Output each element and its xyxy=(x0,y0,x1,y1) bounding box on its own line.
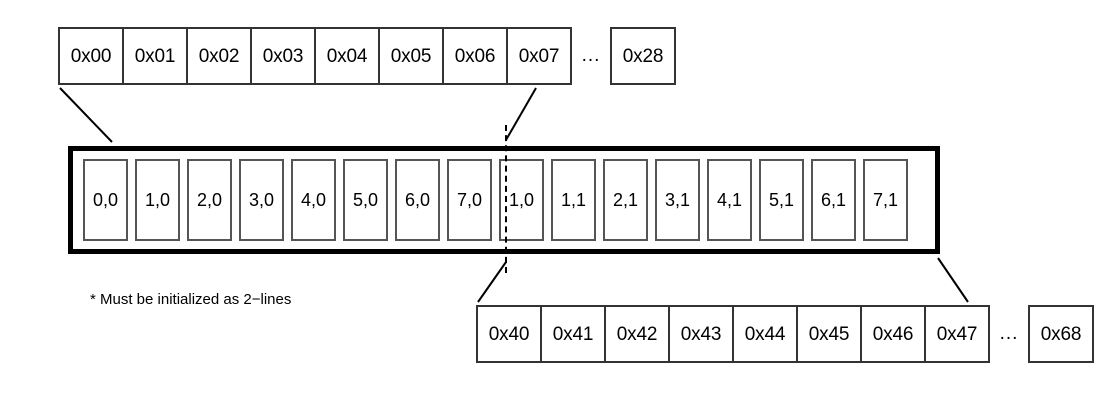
ellipsis-label: ... xyxy=(999,323,1019,344)
memory-cell: 0,0 xyxy=(83,159,128,241)
memory-cell: 4,0 xyxy=(291,159,336,241)
lower-address-row: 0x40 0x41 0x42 0x43 0x44 0x45 0x46 0x47 … xyxy=(476,305,1094,363)
memory-cell-group: 0,0 1,0 2,0 3,0 4,0 5,0 6,0 7,0 1,0 1,1 … xyxy=(83,159,908,241)
memory-cell: 5,1 xyxy=(759,159,804,241)
address-cell: 0x45 xyxy=(796,305,862,363)
address-cell: 0x00 xyxy=(58,27,124,85)
address-cell: 0x07 xyxy=(506,27,572,85)
memory-cell: 1,1 xyxy=(551,159,596,241)
memory-buffer-block: 0,0 1,0 2,0 3,0 4,0 5,0 6,0 7,0 1,0 1,1 … xyxy=(68,146,940,254)
ellipsis-label: ... xyxy=(581,45,601,66)
memory-cell: 2,1 xyxy=(603,159,648,241)
memory-cell: 6,0 xyxy=(395,159,440,241)
connector-top-left xyxy=(59,87,113,143)
connector-bottom-left xyxy=(477,261,507,303)
address-cell: 0x41 xyxy=(540,305,606,363)
address-cell: 0x46 xyxy=(860,305,926,363)
connector-bottom-right xyxy=(937,257,969,303)
address-cell: 0x01 xyxy=(122,27,188,85)
initialization-note: * Must be initialized as 2−lines xyxy=(90,291,292,308)
address-cell: 0x40 xyxy=(476,305,542,363)
line-split-divider xyxy=(505,125,507,273)
address-cell-tail: 0x68 xyxy=(1028,305,1094,363)
address-cell: 0x02 xyxy=(186,27,252,85)
address-cell: 0x42 xyxy=(604,305,670,363)
memory-cell: 1,0 xyxy=(135,159,180,241)
address-cell: 0x43 xyxy=(668,305,734,363)
address-cell-tail: 0x28 xyxy=(610,27,676,85)
address-cell: 0x06 xyxy=(442,27,508,85)
memory-cell: 5,0 xyxy=(343,159,388,241)
memory-cell: 7,0 xyxy=(447,159,492,241)
address-cell: 0x04 xyxy=(314,27,380,85)
address-cell: 0x05 xyxy=(378,27,444,85)
connector-top-right xyxy=(505,87,537,141)
memory-cell: 3,0 xyxy=(239,159,284,241)
upper-address-row: 0x00 0x01 0x02 0x03 0x04 0x05 0x06 0x07 … xyxy=(58,27,676,85)
memory-cell: 7,1 xyxy=(863,159,908,241)
address-cell: 0x47 xyxy=(924,305,990,363)
memory-cell: 6,1 xyxy=(811,159,856,241)
address-cell: 0x44 xyxy=(732,305,798,363)
address-cell: 0x03 xyxy=(250,27,316,85)
memory-cell: 2,0 xyxy=(187,159,232,241)
memory-cell: 3,1 xyxy=(655,159,700,241)
memory-cell: 4,1 xyxy=(707,159,752,241)
